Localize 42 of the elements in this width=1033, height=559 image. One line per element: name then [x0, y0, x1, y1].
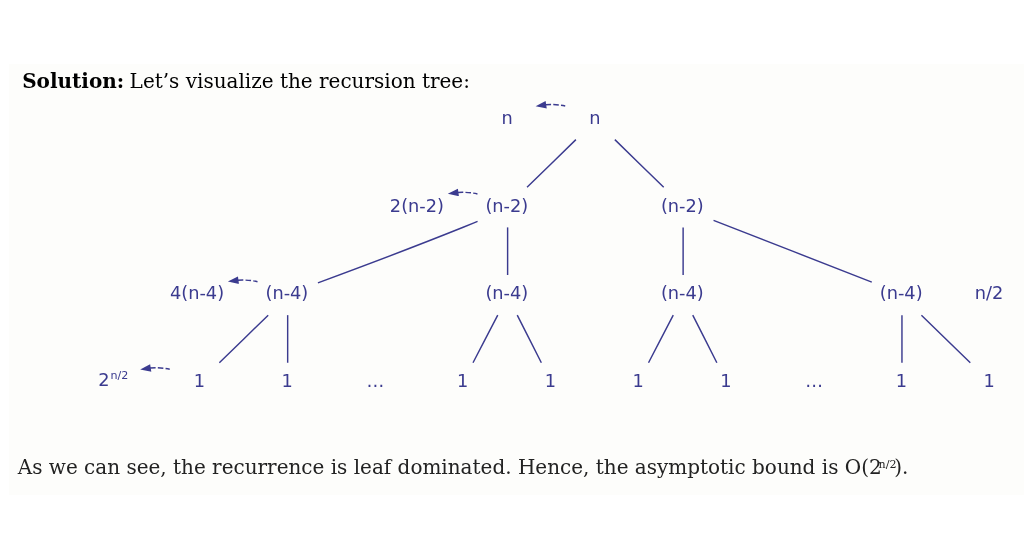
node-text: (n-4) [485, 283, 529, 304]
arrow [535, 101, 566, 109]
connector [614, 138, 665, 188]
diagram-title: Solution: Let’s visualize the recursion tree: [22, 68, 470, 93]
connector [526, 138, 577, 188]
connector [472, 314, 499, 364]
connector [317, 220, 479, 284]
connector [712, 219, 873, 283]
node-text: (n-2) [485, 195, 529, 216]
arrow [140, 364, 171, 372]
connector [647, 314, 674, 364]
node-text: (n-4) [879, 283, 923, 304]
node-text: 1 [193, 371, 206, 392]
node-text: 2$^{n/2}$ [98, 369, 129, 390]
connector [218, 314, 269, 364]
node-text: 1 [632, 371, 644, 392]
node-text: (n-4) [660, 283, 704, 304]
node-text: 4(n-4) [169, 283, 225, 304]
connector [506, 226, 509, 276]
connector [286, 314, 289, 364]
node-text: 1 [281, 371, 293, 392]
arrow [227, 276, 259, 284]
connector [901, 314, 903, 364]
connector [692, 314, 718, 364]
node-text: 1 [983, 371, 995, 392]
node-text: 1 [895, 371, 908, 392]
caption: As we can see, the recurrence is leaf dominated. Hence, the asymptotic bound is O(2$^{n/2}$). [17, 455, 909, 480]
node-text: n [501, 107, 513, 128]
node-text: 1 [544, 371, 557, 392]
arrow [447, 188, 479, 197]
connector [682, 226, 684, 276]
node-text: 1 [457, 371, 469, 392]
connector [516, 314, 543, 364]
node-text: 2(n-2) [389, 195, 445, 216]
node-text: 1 [720, 371, 732, 392]
label: n/2 [974, 283, 1004, 304]
connector [920, 314, 971, 364]
node-text: (n-2) [660, 195, 704, 216]
node-text: n [589, 107, 601, 128]
label: … [366, 371, 385, 392]
node-text: (n-4) [265, 283, 309, 304]
label: … [805, 371, 824, 392]
